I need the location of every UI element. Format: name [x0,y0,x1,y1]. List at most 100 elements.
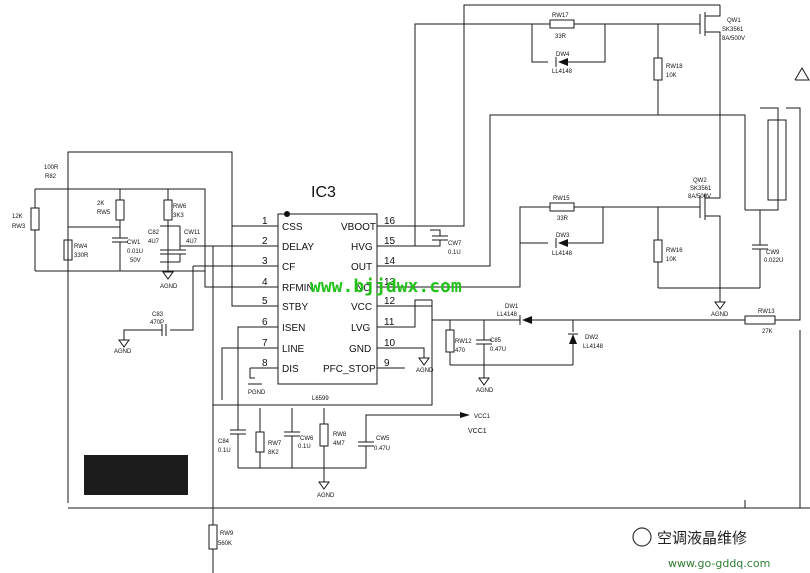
rw6-ref: RW6 [173,204,187,210]
rw4-value: 330R [74,253,89,259]
pin-label-dis: DIS [282,364,299,375]
c83-ref: C83 [152,312,164,318]
dw4-ref: DW4 [556,52,570,58]
dw2-value: LL4148 [583,344,604,350]
pin-num-3: 3 [262,256,268,267]
qw2-rating: 8A/500V [688,194,711,200]
qw2-ref: QW2 [693,178,707,184]
rw7-ref: RW7 [268,441,282,447]
agnd-symbol-4 [418,357,430,366]
ic-right-pins: 16 15 14 13 12 11 10 9 VBOOT HVG OUT NC … [323,216,405,375]
rw3-ref: RW3 [12,224,26,230]
pin-label-vboot: VBOOT [341,222,376,233]
watermark-brand: 空调液晶维修 [657,529,747,547]
dw4-diode [558,58,568,66]
rw13-value: 27K [762,329,773,335]
rw8-value: 4M7 [333,441,345,447]
pin-label-stby: STBY [282,302,308,313]
pgnd-label: PGND [248,390,266,396]
dw4-value: LL4148 [552,69,573,75]
rw5-resistor [115,199,125,221]
bottom-network: C84 0.1U RW7 8K2 CW6 0.1U RW8 4M7 AGND C… [68,326,810,573]
qw1-part: SK3561 [722,27,744,33]
ic-part-number: L6599 [312,396,329,402]
rw16-value: 10K [666,257,677,263]
cw1-rating: 50V [130,258,141,264]
dw2-ref: DW2 [585,335,599,341]
rw5-value: 2K [97,201,104,207]
r82-value: 100R [44,165,59,171]
rw4-ref: RW4 [74,244,88,250]
rw18-ref: RW18 [666,64,683,70]
cw5-ref: CW5 [376,436,390,442]
c84-ref: C84 [218,439,230,445]
rw13-ref: RW13 [758,309,775,315]
rw15-resistor [549,202,575,212]
cw7-value: 0.1U [448,250,461,256]
rw12-resistor [445,329,455,353]
ic-body [277,213,378,385]
cw11-ref: CW11 [184,230,201,236]
rw8-ref: RW8 [333,432,347,438]
pin-num-15: 15 [384,236,396,247]
pin-num-13: 13 [384,277,396,288]
qw2-part: SK3561 [690,186,712,192]
dw3-ref: DW3 [556,233,570,239]
rw17-ref: RW17 [552,13,569,19]
rw15-ref: RW15 [553,196,570,202]
cw11-value: 4U7 [186,239,198,245]
cw1-value: 0.01U [127,249,143,255]
pin-num-2: 2 [262,236,268,247]
cw9-ref: CW9 [766,250,780,256]
wechat-icon [632,527,652,547]
rw18-value: 10K [666,73,677,79]
pin-label-vcc: VCC [351,302,372,313]
dw1-diode [522,316,532,324]
agnd-symbol-1 [162,271,174,280]
cw6-value: 0.1U [298,444,311,450]
rw16-ref: RW16 [666,248,683,254]
pin-num-4: 4 [262,277,268,288]
rw8-resistor [319,423,329,447]
agnd-symbol-3 [318,481,330,490]
c85-value: 0.47U [490,347,506,353]
rw9-ref: RW9 [220,531,234,537]
ic-left-pins: 1 2 3 4 5 6 7 8 CSS DELAY CF RFMIN STBY … [250,216,314,375]
transformer [767,119,787,201]
rw13-resistor [744,315,776,325]
rw18-resistor [653,57,663,81]
pin-label-css: CSS [282,222,303,233]
qw1-ref: QW1 [727,18,741,24]
pin-num-6: 6 [262,317,268,328]
watermark-site: www.bjjdwx.com [310,276,462,297]
c82-ref: C82 [148,230,160,236]
rw16-resistor [653,239,663,263]
cw7-ref: CW7 [448,241,462,247]
redaction-block [84,455,188,495]
right-network: CW7 0.1U RW17 33R DW4 LL4148 QW1 SK3561 … [405,4,810,508]
rw12-ref: RW12 [455,339,472,345]
dw3-value: LL4148 [552,251,573,257]
pin-num-1: 1 [262,216,268,227]
c85-ref: C85 [490,338,502,344]
pin-num-8: 8 [262,358,268,369]
vcc1-label: VCC1 [468,428,487,435]
pin-num-11: 11 [384,317,395,328]
pin-num-5: 5 [262,296,268,307]
pin-label-hvg: HVG [351,242,373,253]
agnd-label-2: AGND [114,349,132,355]
agnd-label-6: AGND [476,388,494,394]
pin-num-14: 14 [384,256,396,267]
left-network: 100R R82 12K RW3 2K RW5 RW4 330R CW1 0.0… [12,151,433,503]
pin-num-16: 16 [384,216,396,227]
agnd-label-5: AGND [711,312,729,318]
agnd-symbol-6 [478,377,490,386]
agnd-label-3: AGND [317,493,335,499]
rw4-resistor [63,239,73,261]
pin-label-cf: CF [282,262,295,273]
pin-label-pfc-stop: PFC_STOP [323,364,376,375]
qw1-rating: 8A/500V [722,36,745,42]
rw3-resistor [30,207,40,231]
agnd-symbol-5 [714,301,726,310]
dw2-diode [569,334,577,344]
